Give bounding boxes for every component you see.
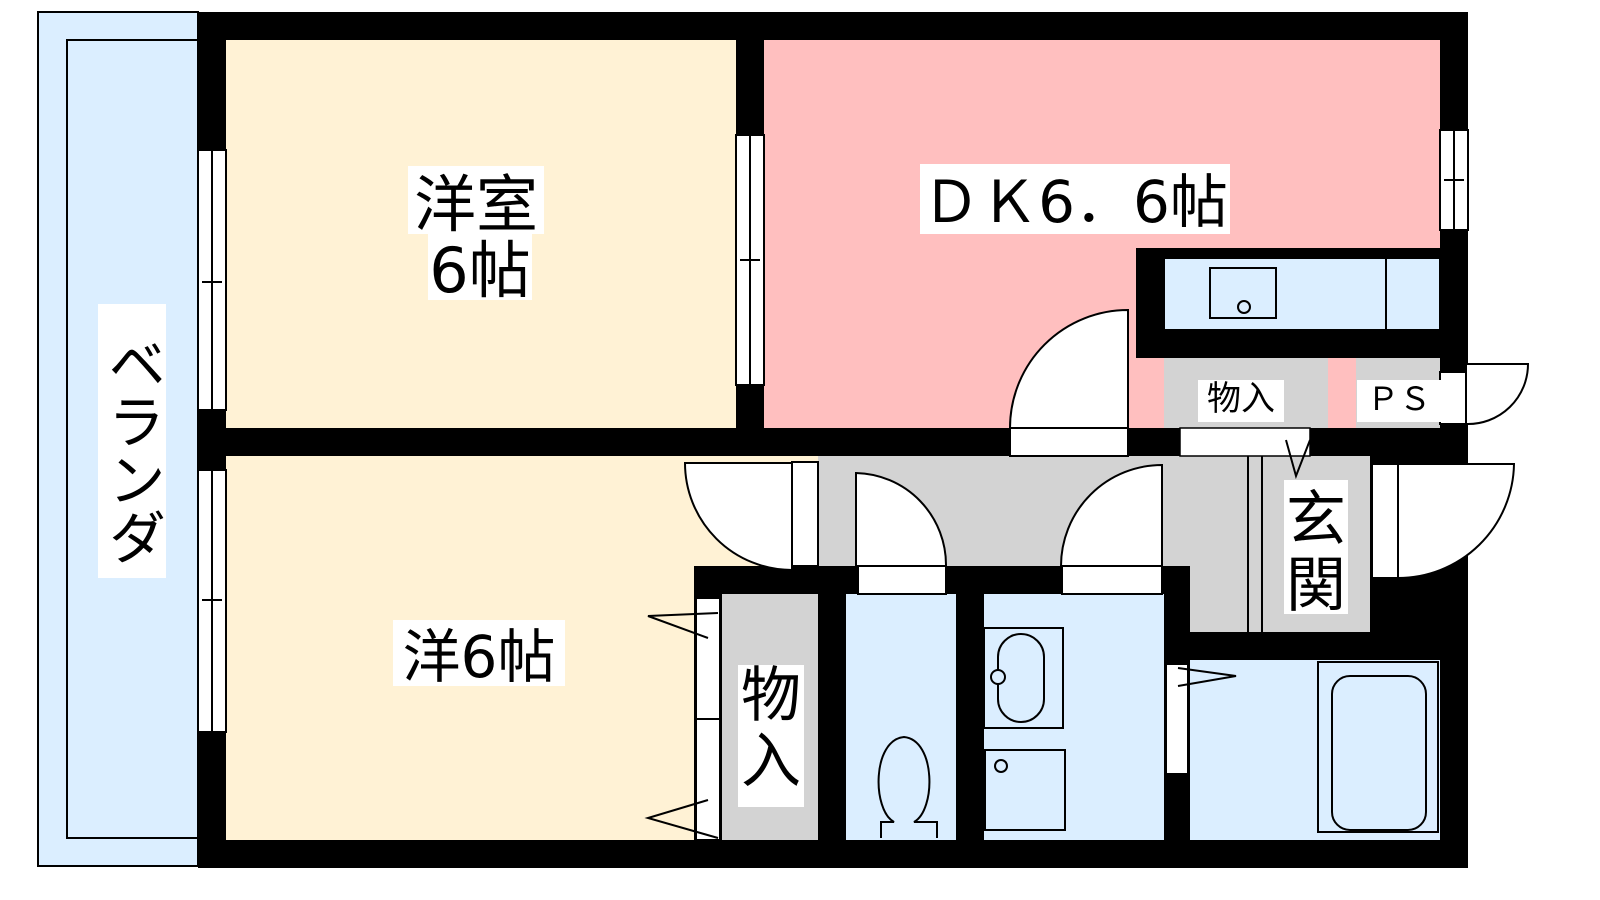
window-right <box>1439 129 1469 231</box>
door-entrance[interactable] <box>1371 463 1516 580</box>
western-room-1-label: 洋室 <box>414 168 538 241</box>
toilet-room <box>846 594 956 840</box>
door-closet-small[interactable] <box>1179 427 1311 480</box>
sink-drain <box>1237 300 1251 314</box>
washing-machine-space <box>984 749 1066 831</box>
door-toilet[interactable] <box>855 471 948 595</box>
bath-door <box>1165 663 1189 775</box>
door-room-2[interactable] <box>683 461 819 572</box>
entrance-label-1: 玄 <box>1286 485 1346 555</box>
toilet-icon <box>877 735 938 838</box>
closet-tall-label-1: 物 <box>741 661 801 731</box>
bathtub <box>1317 661 1439 833</box>
window-left-1 <box>197 149 227 411</box>
balcony-label: ベランダ <box>98 334 166 566</box>
door-washroom[interactable] <box>1059 463 1163 595</box>
window-partition <box>735 134 765 386</box>
washroom <box>984 594 1164 840</box>
western-room-1-size: 6帖 <box>429 234 530 307</box>
closet-small-label: 物入 <box>1207 379 1275 419</box>
window-left-2 <box>197 469 227 733</box>
door-pipe-space[interactable] <box>1439 363 1530 426</box>
door-dk[interactable] <box>1008 308 1129 457</box>
wash-basin <box>983 627 1064 729</box>
entrance-label-2: 関 <box>1286 551 1346 621</box>
dining-kitchen-label: ＤＫ6．6帖 <box>922 168 1228 236</box>
kitchen-sink <box>1209 267 1277 319</box>
pipe-space-label: ＰＳ <box>1367 380 1431 418</box>
kitchen-counter <box>1163 257 1441 331</box>
bathroom <box>1190 660 1440 840</box>
closet-tall-label-2: 入 <box>741 727 801 797</box>
western-room-2-label: 洋6帖 <box>403 623 556 691</box>
